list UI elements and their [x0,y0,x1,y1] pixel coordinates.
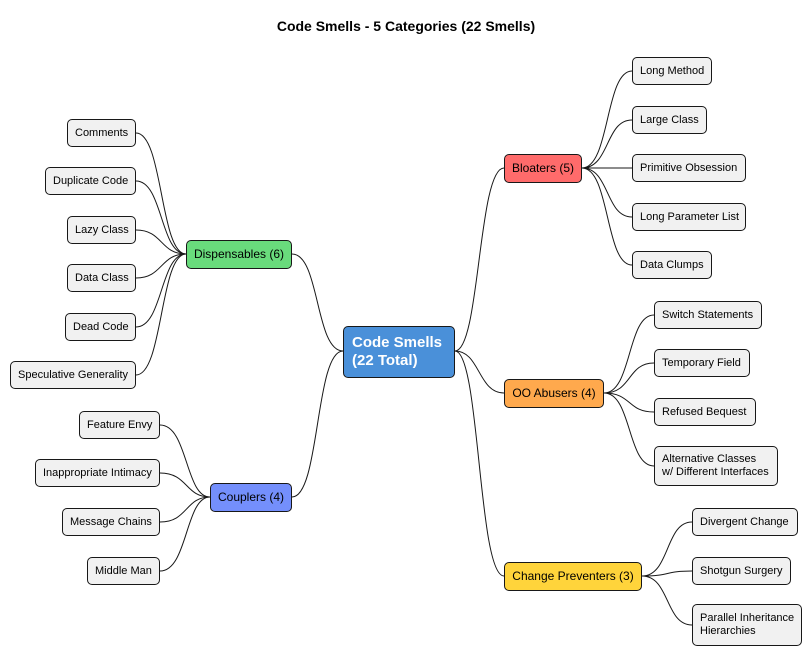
smell-divergent-change: Divergent Change [692,508,798,536]
smell-message-chains: Message Chains [62,508,160,536]
smell-long-method: Long Method [632,57,712,85]
smell-primitive-obsession: Primitive Obsession [632,154,746,182]
smell-alternative-classes-line-2: w/ Different Interfaces [662,466,769,478]
category-change-preventers: Change Preventers (3) [504,562,642,591]
smell-parallel-inheritance: Parallel Inheritance Hierarchies [692,604,802,646]
smell-data-class: Data Class [67,264,136,292]
diagram-title: Code Smells - 5 Categories (22 Smells) [276,18,536,34]
smell-duplicate-code: Duplicate Code [45,167,136,195]
category-bloaters: Bloaters (5) [504,154,582,183]
category-couplers: Couplers (4) [210,483,292,512]
smell-alternative-classes-line-1: Alternative Classes [662,453,757,466]
smell-long-parameter-list: Long Parameter List [632,203,746,231]
smell-lazy-class: Lazy Class [67,216,136,244]
smell-feature-envy: Feature Envy [79,411,160,439]
smell-parallel-inheritance-line-1: Parallel Inheritance [700,612,795,625]
smell-data-clumps: Data Clumps [632,251,712,279]
smell-parallel-inheritance-line-2: Hierarchies [700,625,756,637]
smell-large-class: Large Class [632,106,707,134]
smell-alternative-classes: Alternative Classes w/ Different Interfa… [654,446,778,486]
smell-inappropriate-intimacy: Inappropriate Intimacy [35,459,160,487]
smell-dead-code: Dead Code [65,313,136,341]
smell-middle-man: Middle Man [87,557,160,585]
smell-switch-statements: Switch Statements [654,301,762,329]
smell-shotgun-surgery: Shotgun Surgery [692,557,791,585]
category-oo-abusers: OO Abusers (4) [504,379,604,408]
root-node: Code Smells (22 Total) [343,326,455,378]
category-dispensables: Dispensables (6) [186,240,292,269]
smell-speculative-generality: Speculative Generality [10,361,136,389]
root-line-2: (22 Total) [352,352,418,369]
smell-temporary-field: Temporary Field [654,349,750,377]
smell-refused-bequest: Refused Bequest [654,398,756,426]
smell-comments: Comments [67,119,136,147]
root-line-1: Code Smells [352,334,443,351]
